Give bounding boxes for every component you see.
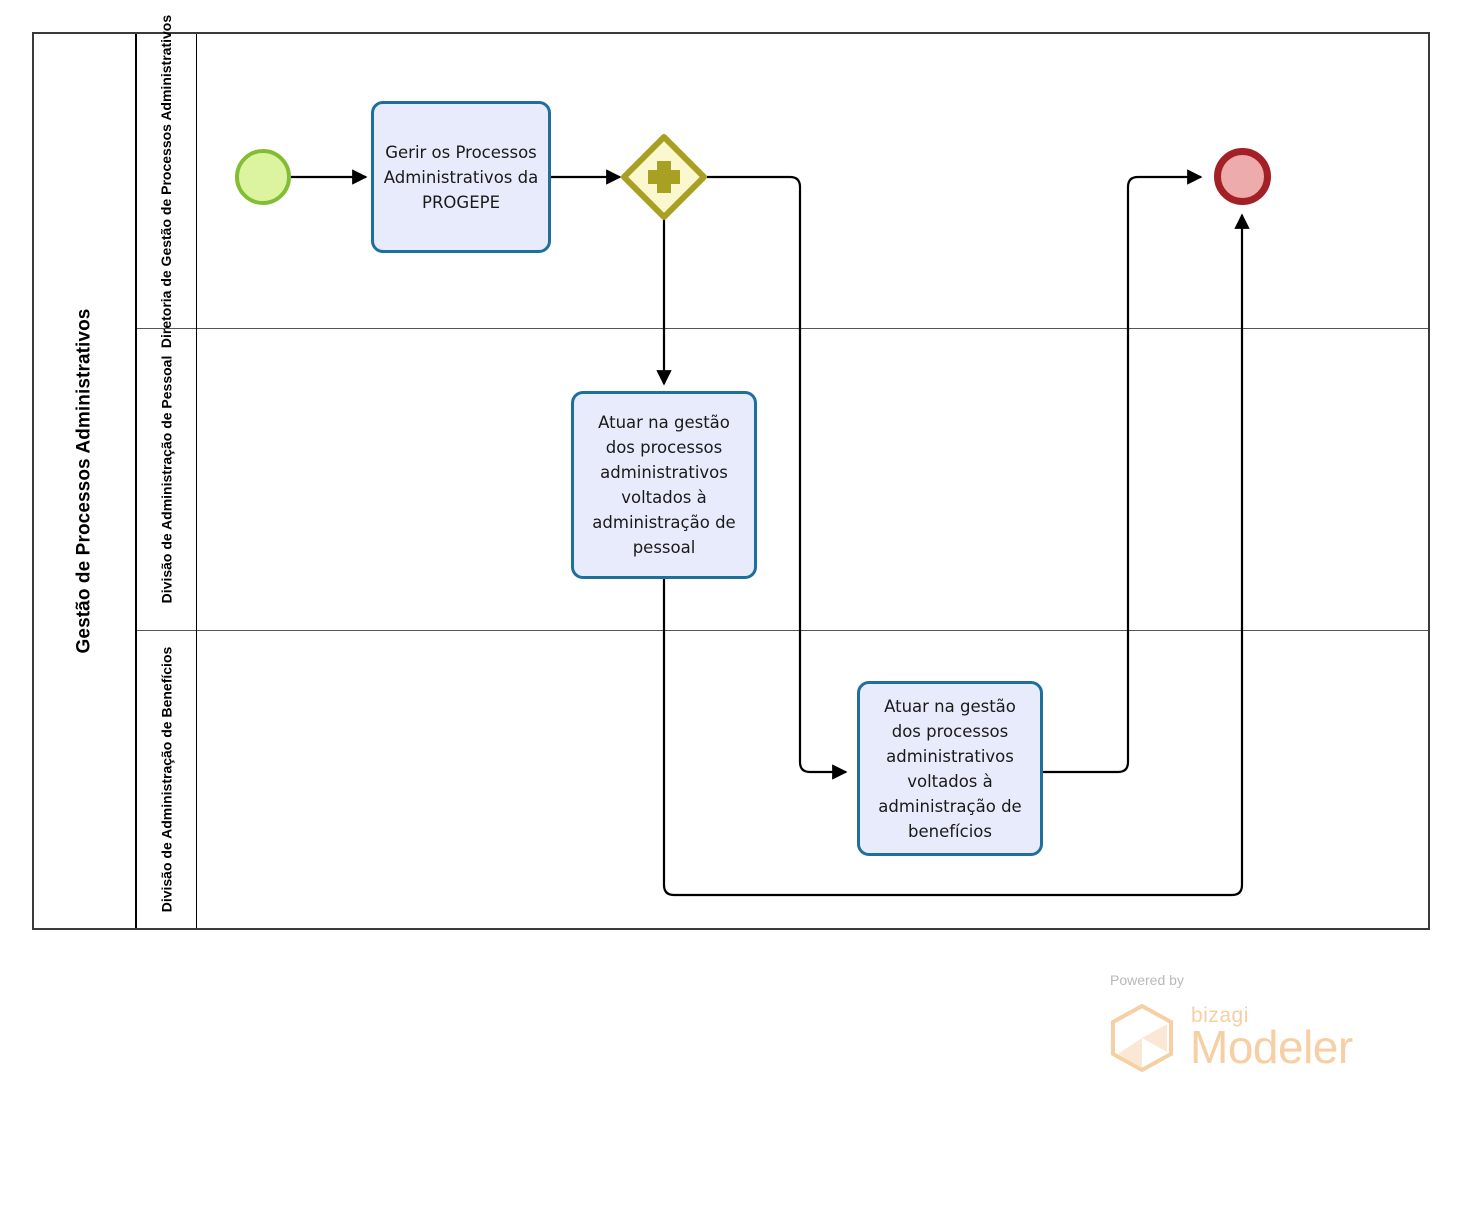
lane-label-beneficios-text: Divisão de Administração de Benefícios xyxy=(158,646,174,912)
lane-label-diretoria: Diretoria de Gestão de Processos Adminis… xyxy=(158,14,175,347)
plus-icon xyxy=(648,161,680,193)
bizagi-hexagon-logo xyxy=(1111,1003,1173,1073)
modeler-product-label: Modeler xyxy=(1190,1021,1353,1073)
parallel-gateway[interactable] xyxy=(621,134,707,220)
task-atuar-beneficios[interactable]: Atuar na gestão dos processos administra… xyxy=(857,681,1043,856)
lane-label-pessoal: Divisão de Administração de Pessoal xyxy=(158,355,175,603)
start-event[interactable] xyxy=(235,149,291,205)
lane-body-pessoal xyxy=(197,328,1428,630)
bizagi-watermark: Powered by bizagi Modeler xyxy=(1098,972,1368,1077)
task-gerir-processos[interactable]: Gerir os Processos Administrativos da PR… xyxy=(371,101,551,253)
pool-header: Gestão de Processos Administrativos xyxy=(34,34,137,928)
lane-header-pessoal[interactable]: Divisão de Administração de Pessoal xyxy=(137,328,197,630)
bizagi-brand-label: bizagi xyxy=(1191,1004,1249,1027)
lane-header-diretoria[interactable]: Diretoria de Gestão de Processos Adminis… xyxy=(137,14,197,348)
task-atuar-pessoal[interactable]: Atuar na gestão dos processos administra… xyxy=(571,391,757,579)
lane-label-pessoal-text: Divisão de Administração de Pessoal xyxy=(158,355,174,603)
pool-title: Gestão de Processos Administrativos xyxy=(73,308,95,654)
end-event[interactable] xyxy=(1214,148,1271,205)
powered-by-label: Powered by xyxy=(1110,972,1184,988)
lane-header-beneficios[interactable]: Divisão de Administração de Benefícios xyxy=(137,630,197,928)
lane-label-diretoria-text: Diretoria de Gestão de Processos Adminis… xyxy=(158,14,175,348)
lane-label-beneficios: Divisão de Administração de Benefícios xyxy=(158,646,175,912)
parallel-gateway-shape xyxy=(621,134,707,220)
lane-body-beneficios xyxy=(197,630,1428,928)
